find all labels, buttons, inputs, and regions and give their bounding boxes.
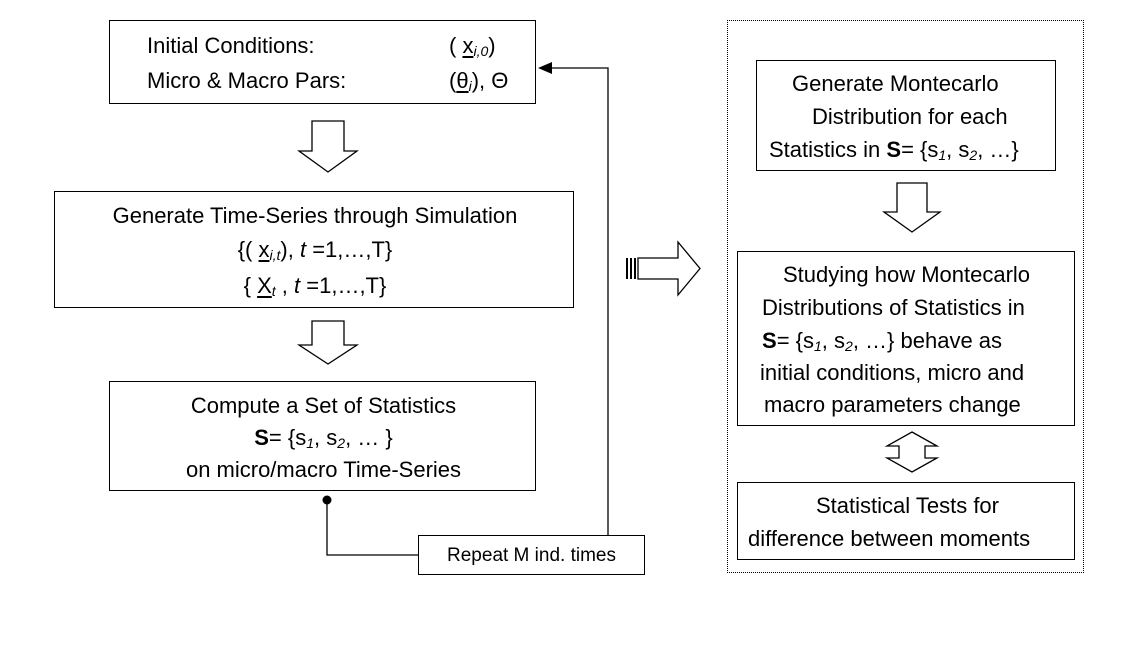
statistical-tests-box: Statistical Tests for difference between…	[737, 482, 1075, 560]
implication-arrow	[626, 240, 701, 297]
loop-arrowhead	[538, 62, 552, 74]
micro-series-formula: {( xi,t), t =1,…,T}	[237, 237, 393, 263]
initial-conditions-box: Initial Conditions: ( xi,0) Micro & Macr…	[109, 20, 536, 104]
micro-macro-pars-value: (θi), Θ	[449, 68, 509, 94]
double-arrow-right	[884, 431, 940, 473]
loop-line-up	[548, 67, 609, 536]
montecarlo-generation-box: Generate Montecarlo Distribution for eac…	[756, 60, 1056, 171]
tests-line2: difference between moments	[748, 526, 1031, 551]
tests-line1: Statistical Tests for	[816, 493, 999, 518]
statistics-set-formula: S= {s1, s2, … }	[254, 425, 393, 451]
study-line3: S= {s1, s2, …} behave as	[762, 328, 1003, 354]
study-line5: macro parameters change	[764, 392, 1021, 417]
montecarlo-study-box: Studying how Montecarlo Distributions of…	[737, 251, 1075, 426]
initial-conditions-label: Initial Conditions:	[147, 33, 315, 58]
montecarlo-line3: Statistics in S= {s1, s2, …}	[769, 137, 1019, 163]
study-line2: Distributions of Statistics in	[762, 295, 1025, 320]
montecarlo-line2: Distribution for each	[812, 104, 1008, 129]
statistics-title: Compute a Set of Statistics	[190, 393, 457, 418]
statistics-box: Compute a Set of Statistics S= {s1, s2, …	[109, 381, 536, 491]
study-line4: initial conditions, micro and	[760, 360, 1025, 385]
down-arrow-2	[296, 320, 360, 365]
down-arrow-right	[881, 182, 943, 233]
statistics-subtitle: on micro/macro Time-Series	[185, 457, 462, 482]
repeat-box: Repeat M ind. times	[418, 535, 645, 575]
simulation-title: Generate Time-Series through Simulation	[112, 203, 518, 228]
initial-conditions-value: ( xi,0)	[449, 33, 496, 59]
micro-macro-pars-label: Micro & Macro Pars:	[147, 68, 347, 93]
macro-series-formula: { Xt , t =1,…,T}	[243, 273, 387, 299]
loop-line-bottom	[326, 500, 420, 556]
study-line1: Studying how Montecarlo	[783, 262, 1031, 287]
right-panel	[727, 20, 1084, 573]
down-arrow-1	[296, 120, 360, 173]
simulation-box: Generate Time-Series through Simulation …	[54, 191, 574, 308]
montecarlo-line1: Generate Montecarlo	[792, 71, 999, 96]
repeat-label: Repeat M ind. times	[447, 545, 616, 566]
